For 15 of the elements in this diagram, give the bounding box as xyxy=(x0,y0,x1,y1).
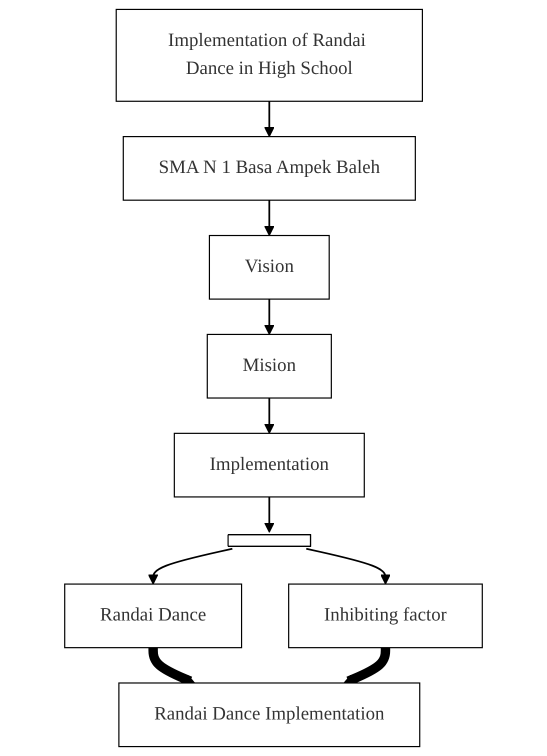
arrow xyxy=(264,299,274,335)
node-box: Inhibiting factor xyxy=(288,583,483,648)
node-box: Vision xyxy=(208,234,330,300)
arrow xyxy=(264,496,274,533)
node-box: Implementation xyxy=(174,432,365,498)
node-box: Randai Dance Implementation xyxy=(118,682,420,748)
node-box: SMA N 1 Basa Ampek Baleh xyxy=(122,136,416,201)
node-box: Randai Dance xyxy=(64,583,242,648)
arrow xyxy=(264,200,274,236)
arrow xyxy=(264,101,274,138)
node-box: Mision xyxy=(206,334,332,399)
arrow xyxy=(264,398,274,434)
node-box: Implementation of Randai Dance in High School xyxy=(116,8,423,102)
arrow xyxy=(306,548,391,585)
arrow xyxy=(148,548,233,585)
